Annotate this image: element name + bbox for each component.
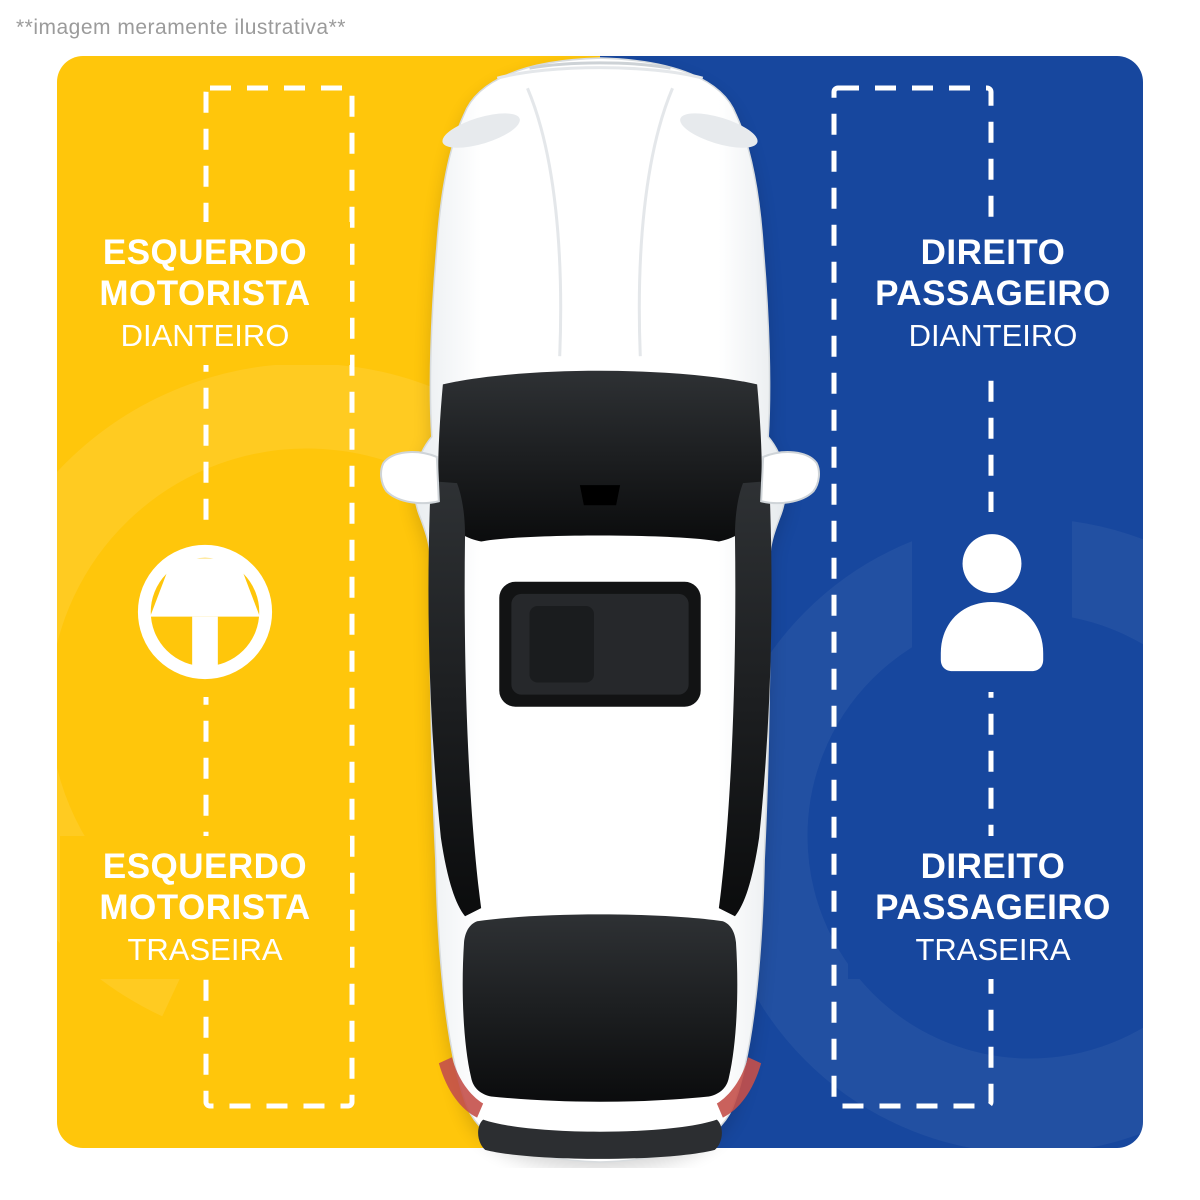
label-line: ESQUERDO: [102, 233, 308, 272]
steering-wheel-icon: [125, 527, 285, 697]
label-line: PASSAGEIRO: [875, 888, 1111, 928]
steering-wheel-glyph: [137, 544, 273, 680]
hood-lines: [496, 61, 704, 357]
label-front-driver: ESQUERDO MOTORISTA DIANTEIRO: [60, 222, 350, 366]
rear-window: [462, 914, 738, 1102]
label-line: DIREITO: [920, 847, 1066, 886]
label-line: ESQUERDO: [102, 847, 308, 886]
taillight-left: [438, 1057, 484, 1118]
label-line: DIANTEIRO: [120, 317, 290, 353]
label-line: MOTORISTA: [99, 274, 311, 314]
disclaimer-text: **imagem meramente ilustrativa**: [16, 16, 346, 39]
label-rear-driver: ESQUERDO MOTORISTA TRASEIRA: [60, 836, 350, 980]
headlight-right: [680, 113, 758, 148]
label-front-passenger: DIREITO PASSAGEIRO DIANTEIRO: [848, 222, 1138, 366]
rear-bumper: [478, 1119, 722, 1159]
label-line: DIREITO: [920, 233, 1066, 272]
windshield: [438, 370, 762, 542]
label-line: DIANTEIRO: [908, 317, 1078, 353]
side-mirror-left: [380, 451, 440, 505]
passenger-glyph: [940, 534, 1044, 672]
sunroof: [499, 581, 701, 707]
headlight-left: [442, 113, 520, 148]
label-rear-passenger: DIREITO PASSAGEIRO TRASEIRA: [848, 836, 1138, 980]
side-mirror-right: [760, 451, 820, 505]
rearview-mirror: [579, 485, 621, 506]
car-top-view: [380, 57, 820, 1168]
label-line: TRASEIRA: [127, 931, 283, 967]
passenger-icon: [912, 512, 1072, 692]
taillight-right: [716, 1057, 762, 1118]
side-glass-left: [428, 481, 482, 917]
label-line: MOTORISTA: [99, 888, 311, 928]
label-line: TRASEIRA: [915, 931, 1071, 967]
side-glass-right: [718, 481, 772, 917]
label-line: PASSAGEIRO: [875, 274, 1111, 314]
